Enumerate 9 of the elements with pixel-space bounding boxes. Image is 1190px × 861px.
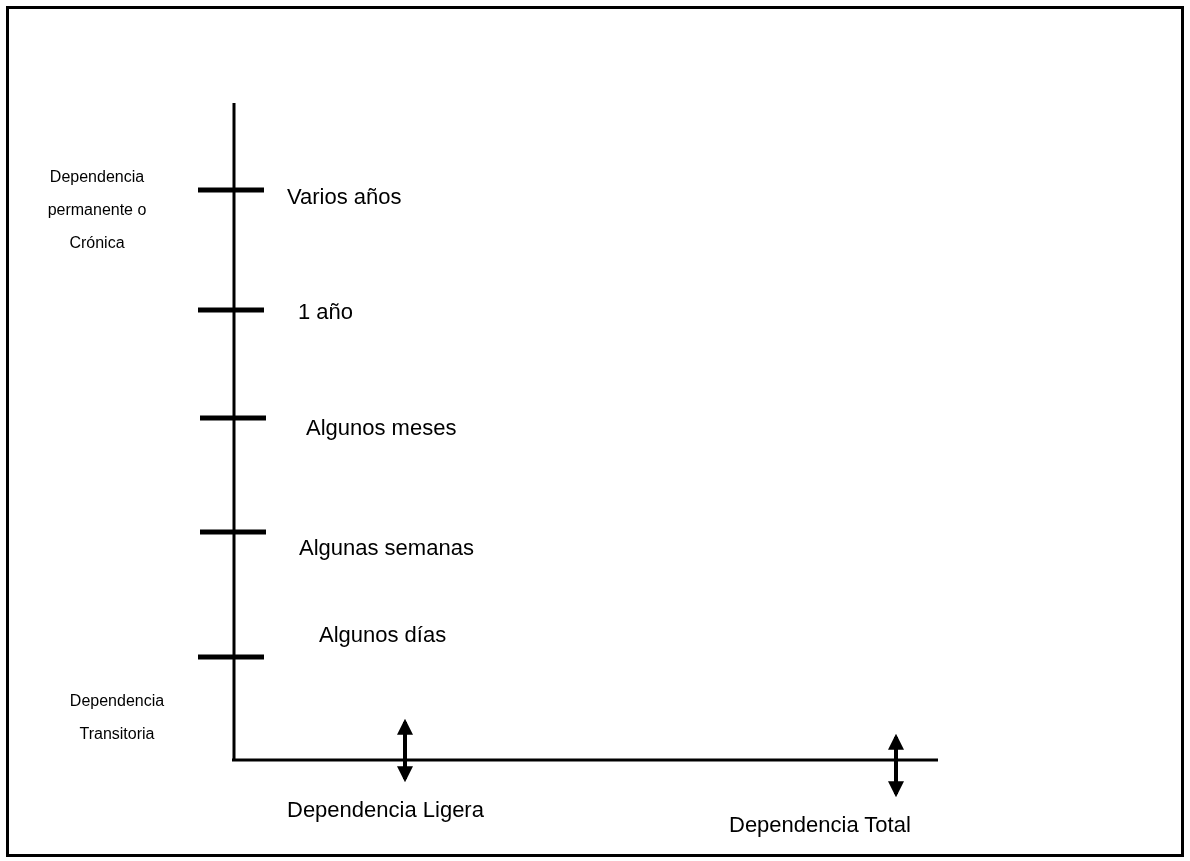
axis-label: Dependencia Transitoria bbox=[68, 691, 166, 744]
axis-label: Dependencia permanente o Crónica bbox=[46, 167, 148, 253]
tick-label: Algunos meses bbox=[306, 417, 457, 439]
tick-label: Algunas semanas bbox=[299, 537, 474, 559]
tick-label: 1 año bbox=[298, 301, 354, 323]
tick-label: Varios años bbox=[287, 186, 402, 208]
axis-label: Dependencia Total bbox=[729, 814, 911, 836]
axis-label: Dependencia Ligera bbox=[287, 799, 484, 821]
tick-label: Algunos días bbox=[319, 624, 447, 646]
